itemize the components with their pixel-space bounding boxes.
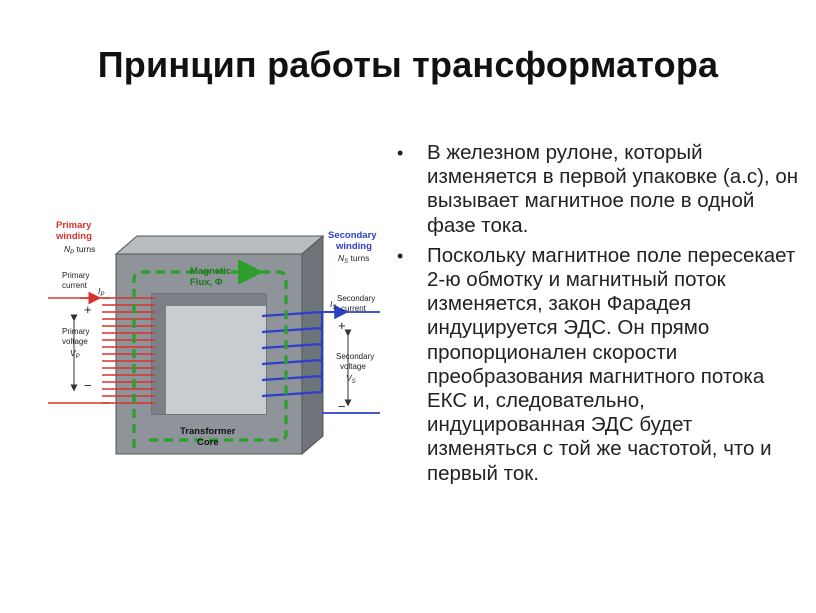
secondary-turns-label: NS turns (338, 253, 369, 265)
bullet-text: Поскольку магнитное поле пересекает 2-ю … (427, 243, 796, 485)
primary-winding-label-2: winding (55, 231, 92, 242)
primary-voltage-label: Primary (62, 327, 90, 336)
secondary-plus-sign: + (338, 318, 346, 333)
secondary-voltage-label-2: voltage (340, 362, 366, 371)
secondary-coil (261, 310, 324, 398)
bullet-list: • В железном рулоне, который изменяется в… (394, 141, 804, 492)
primary-voltage-label-2: voltage (62, 337, 88, 346)
core-label-2: Core (197, 437, 219, 448)
secondary-current-symbol: IS (330, 299, 336, 311)
primary-voltage-symbol: VP (70, 348, 80, 360)
primary-turns-label: NP turns (64, 244, 95, 256)
core-window-inner (152, 294, 266, 414)
flux-label-2: Flux, Φ (190, 277, 223, 288)
secondary-current-label: Secondary (337, 294, 375, 303)
primary-minus-sign: − (84, 378, 92, 393)
slide-title: Принцип работы трансформатора (97, 44, 719, 85)
core-window-shadow-top (152, 294, 266, 414)
secondary-winding-label-2: winding (335, 241, 372, 252)
bullet-text: В железном рулоне, который изменяется в … (427, 141, 799, 237)
primary-current-label-2: current (62, 281, 88, 290)
secondary-current-label-2: current (341, 304, 367, 313)
core-top-face (114, 235, 325, 255)
bullet-marker: • (397, 143, 404, 163)
primary-plus-sign: + (84, 302, 92, 317)
transformer-diagram: Primary winding NP turns Primary current… (48, 220, 380, 456)
primary-coil (102, 297, 155, 404)
flux-label: Magnetic (190, 266, 231, 277)
bullet-item: • В железном рулоне, который изменяется в… (394, 141, 804, 238)
primary-winding-label: Primary (56, 220, 92, 231)
secondary-voltage-symbol: VS (346, 373, 356, 385)
primary-current-symbol: IP (98, 286, 104, 298)
bullet-item: • Поскольку магнитное поле пересекает 2-ю… (394, 244, 804, 486)
secondary-voltage-label: Secondary (336, 352, 374, 361)
bullet-marker: • (397, 245, 404, 266)
primary-current-label: Primary (62, 271, 90, 280)
magnetic-flux-path (132, 270, 288, 448)
secondary-winding-label: Secondary (328, 230, 377, 241)
core-label: Transformer (180, 426, 236, 437)
secondary-minus-sign: − (338, 399, 346, 414)
